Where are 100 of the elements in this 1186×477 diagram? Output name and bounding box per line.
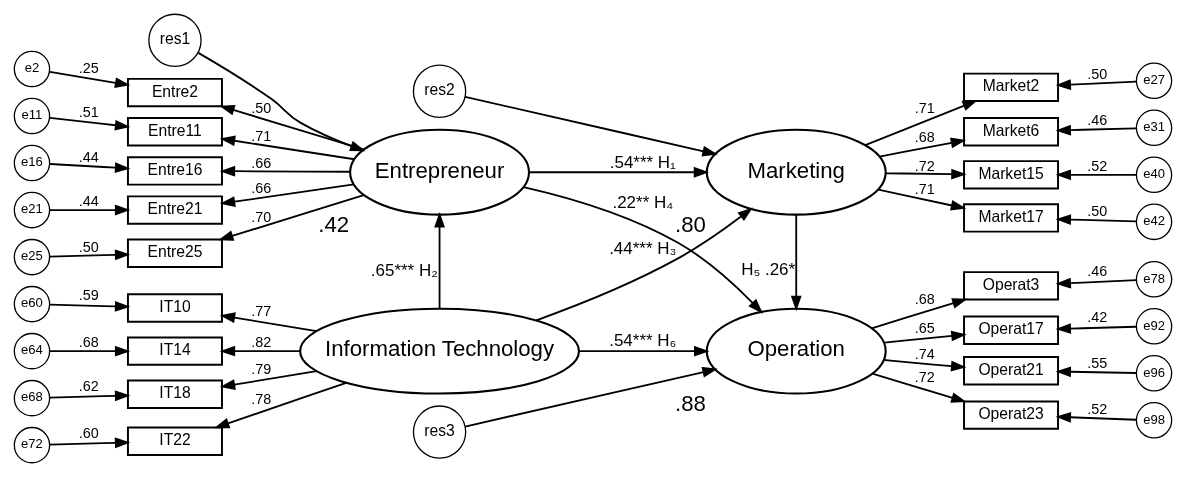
edge-label: .25 xyxy=(78,59,99,76)
arrow xyxy=(870,298,968,330)
arrow xyxy=(871,372,967,403)
arrow xyxy=(219,135,356,161)
edge-label: .74 xyxy=(914,345,935,362)
edge-label: .65*** H₂ xyxy=(370,260,438,280)
edge-label: .60 xyxy=(78,425,99,442)
node-circle: e31 xyxy=(1135,109,1173,147)
arrow xyxy=(528,166,710,178)
edge-label: .46 xyxy=(1087,263,1108,280)
arrow xyxy=(49,390,131,402)
node-circle: e60 xyxy=(13,285,51,323)
arrow xyxy=(219,345,302,357)
node-ellipse: Information Technology xyxy=(299,307,581,395)
arrow xyxy=(522,186,763,314)
edge-label: .66 xyxy=(251,179,272,196)
node-box: IT18 xyxy=(126,379,223,409)
arrow xyxy=(790,213,802,312)
node-circle: e68 xyxy=(13,379,51,417)
arrow xyxy=(1055,366,1138,378)
arrow xyxy=(49,437,131,449)
node-box: Operat3 xyxy=(963,271,1060,301)
arrow xyxy=(49,70,131,89)
arrow xyxy=(535,207,753,322)
edge-label: .50 xyxy=(1087,66,1108,83)
edge-label: .82 xyxy=(251,333,272,350)
node-circle: e96 xyxy=(1135,355,1173,392)
arrow xyxy=(1055,277,1138,289)
edge-label: .72 xyxy=(914,369,935,386)
node-box: Entre21 xyxy=(126,195,223,225)
arrow xyxy=(878,137,967,158)
edge-label: .52 xyxy=(1087,157,1108,174)
node-circle: e11 xyxy=(13,97,51,135)
edge-label: .79 xyxy=(251,361,272,378)
node-box: Market2 xyxy=(963,72,1060,103)
edge-label: .68 xyxy=(914,290,935,307)
node-circle: e42 xyxy=(1135,203,1173,241)
node-label: .42 xyxy=(318,212,350,238)
arrow xyxy=(1055,323,1138,334)
node-label: .80 xyxy=(675,212,706,238)
arrow xyxy=(218,194,365,241)
node-circle: e27 xyxy=(1135,62,1173,100)
edge-label: .71 xyxy=(251,127,272,144)
arrow xyxy=(864,100,978,147)
arrow xyxy=(219,183,355,207)
node-box: Market6 xyxy=(963,117,1060,147)
edge-label: .22** H₄ xyxy=(612,193,674,213)
node-box: IT14 xyxy=(126,336,223,366)
node-circle: e98 xyxy=(1135,402,1173,439)
node-circle: e16 xyxy=(13,144,51,182)
arrow xyxy=(1055,124,1138,136)
arrow xyxy=(1055,79,1138,90)
arrow xyxy=(883,359,967,372)
edge-label: .70 xyxy=(251,208,272,225)
arrow xyxy=(219,312,318,333)
edge-label: .59 xyxy=(78,286,99,303)
arrow xyxy=(49,162,131,174)
edge-label: .68 xyxy=(914,128,935,145)
node-box: IT22 xyxy=(126,426,223,456)
arrow xyxy=(434,212,445,310)
arrow xyxy=(1055,214,1138,225)
edge-label: .71 xyxy=(914,181,935,198)
edge-label: .65 xyxy=(914,319,935,336)
node-label: .88 xyxy=(675,391,706,417)
node-box: Market15 xyxy=(963,160,1060,190)
node-box: Operat21 xyxy=(963,356,1060,386)
edge-label: .50 xyxy=(251,100,272,117)
node-circle: res1 xyxy=(148,13,202,68)
edge-label: .50 xyxy=(78,238,99,255)
edge-label: .44 xyxy=(78,192,99,209)
arrow xyxy=(884,168,967,180)
node-box: Market17 xyxy=(963,203,1060,233)
node-circle: e25 xyxy=(13,238,51,276)
node-ellipse: Operation xyxy=(705,307,887,395)
arrow xyxy=(49,249,131,261)
node-box: Entre11 xyxy=(126,117,223,147)
arrow xyxy=(578,345,710,357)
node-box: Operat17 xyxy=(963,315,1060,345)
edge-label: .54*** H₆ xyxy=(609,331,677,351)
node-circle: res3 xyxy=(412,405,467,459)
edge-label: .44*** H₃ xyxy=(609,238,677,258)
edge-label: .78 xyxy=(251,391,272,408)
edge-label: .66 xyxy=(251,155,272,172)
node-box: Operat23 xyxy=(963,400,1060,430)
edge-label: .46 xyxy=(1087,111,1108,128)
node-circle: e78 xyxy=(1135,261,1173,298)
arrow xyxy=(1055,169,1138,181)
node-box: Entre16 xyxy=(126,156,223,186)
node-box: Entre2 xyxy=(126,77,223,108)
edge-label: .72 xyxy=(914,157,935,174)
edge-label: .50 xyxy=(1087,203,1108,220)
arrow xyxy=(883,330,967,344)
node-circle: e64 xyxy=(13,332,51,370)
edge-label: .51 xyxy=(78,104,99,121)
edge-label: H₅ .26* xyxy=(741,259,796,279)
arrow xyxy=(464,366,718,428)
arrow xyxy=(49,117,131,131)
node-box: Entre25 xyxy=(126,238,223,268)
node-circle: e92 xyxy=(1135,308,1173,345)
arrow xyxy=(49,345,131,357)
